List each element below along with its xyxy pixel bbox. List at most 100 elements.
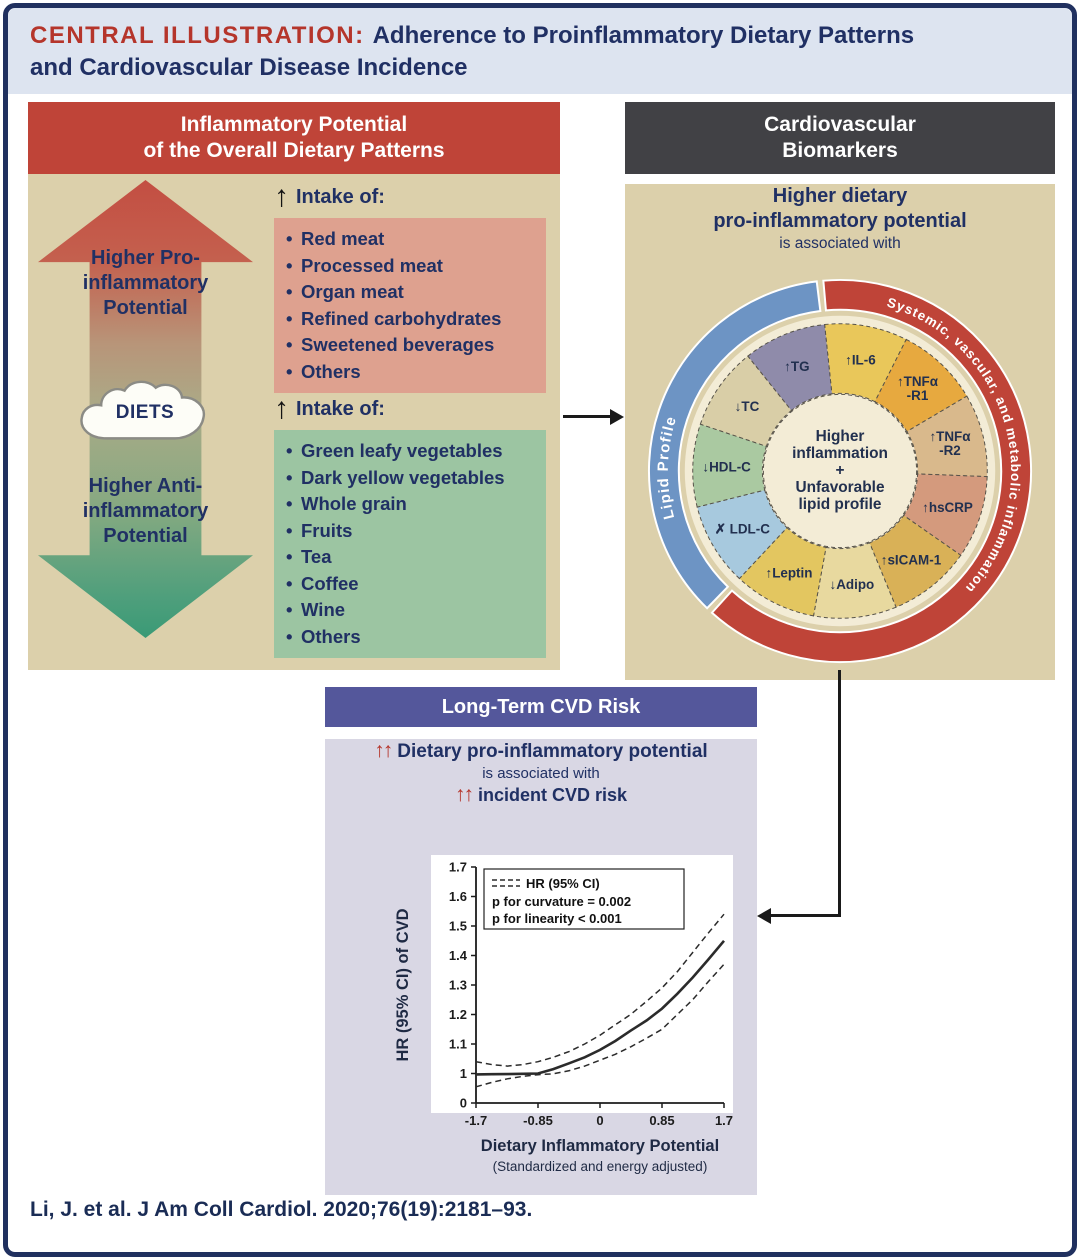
dietary-patterns-panel: Inflammatory Potential of the Overall Di… (28, 102, 560, 670)
wheel-segment-label-tnfa-r2: ↑TNFα-R2 (929, 429, 971, 458)
cvd-risk-title: Long-Term CVD Risk (441, 695, 641, 718)
x-tick-label: 1.7 (715, 1113, 733, 1128)
biomarkers-panel: Cardiovascular Biomarkers Higher dietary… (625, 102, 1055, 680)
x-tick-label: -0.85 (523, 1113, 553, 1128)
legend-entry-1: p for curvature = 0.002 (492, 894, 631, 909)
list-item: Tea (284, 544, 538, 571)
biomarkers-panel-header: Cardiovascular Biomarkers (625, 102, 1055, 174)
double-up-arrow-icon: ↑↑ (454, 783, 474, 806)
double-up-arrow-icon: ↑↑ (374, 739, 393, 762)
list-item: Sweetened beverages (284, 332, 538, 359)
right-title-line-2: Biomarkers (782, 139, 898, 162)
cvd-statement-line-3: ↑↑incident CVD risk (454, 783, 628, 806)
diets-label: DIETS (115, 402, 175, 423)
central-illustration-label: CENTRAL ILLUSTRATION: (30, 22, 365, 49)
pro-intake-title: Intake of: (296, 186, 385, 208)
y-tick-label: 1.3 (449, 978, 467, 993)
pro-foods-list: Red meatProcessed meatOrgan meatRefined … (284, 226, 538, 385)
anti-inflammatory-foods-box: Green leafy vegetablesDark yellow vegeta… (274, 430, 546, 658)
biomarker-wheel: ↑IL-6↑TNFα-R1↑TNFα-R2↑hsCRP↑sICAM-1↓Adip… (641, 272, 1039, 670)
figure-header: CENTRAL ILLUSTRATION: Adherence to Proinf… (8, 8, 1072, 94)
diets-cloud: DIETS (72, 376, 218, 454)
wheel-segment-label-ldl-c: ✗ LDL-C (715, 522, 771, 537)
citation: Li, J. et al. J Am Coll Cardiol. 2020;76… (30, 1198, 533, 1221)
y-tick-label: 0 (460, 1096, 467, 1111)
dietary-patterns-panel-body: Higher Pro-inflammatory Potential Higher… (28, 174, 560, 670)
wheel-segment-label-tg: ↑TG (784, 359, 809, 374)
y-tick-label: 1.4 (449, 948, 468, 963)
wheel-segment-label-hdl-c: ↓HDL-C (702, 460, 751, 475)
y-tick-label: 1.7 (449, 860, 467, 875)
list-item: Others (284, 359, 538, 386)
left-title-line-1: Inflammatory Potential (180, 113, 408, 136)
cvd-statement-line-2: is associated with (482, 765, 600, 782)
series-upper-95-ci (475, 913, 725, 1067)
anti-intake-title: Intake of: (296, 398, 385, 420)
biomarkers-panel-body: Higher dietary pro-inflammatory potentia… (625, 184, 1055, 680)
cloud-icon (80, 380, 206, 440)
right-to-bottom-arrow-vertical (838, 670, 841, 917)
wheel-center-circle (762, 393, 918, 549)
list-item: Others (284, 624, 538, 651)
list-item: Fruits (284, 518, 538, 545)
list-item: Red meat (284, 226, 538, 253)
y-tick-label: 1.2 (449, 1007, 467, 1022)
dietary-patterns-panel-header: Inflammatory Potential of the Overall Di… (28, 102, 560, 174)
y-axis-title: HR (95% CI) of CVD (394, 908, 412, 1061)
pro-inflammatory-foods-box: Red meatProcessed meatOrgan meatRefined … (274, 218, 546, 393)
x-tick-label: -1.7 (465, 1113, 487, 1128)
list-item: Wine (284, 597, 538, 624)
figure-title: CENTRAL ILLUSTRATION: Adherence to Proinf… (30, 20, 1050, 84)
legend-entry-0: HR (95% CI) (526, 876, 600, 891)
title-line-1: Adherence to Proinflammatory Dietary Pat… (372, 22, 915, 49)
pro-inflammatory-label: Higher Pro-inflammatory Potential (82, 247, 209, 319)
legend-box (483, 868, 685, 930)
wheel-segment-label-leptin: ↑Leptin (765, 565, 812, 580)
wheel-segment-label-tnfa-r1: ↑TNFα-R1 (897, 374, 939, 403)
list-item: Coffee (284, 571, 538, 598)
biomarkers-subtitle-2: is associated with (779, 235, 901, 252)
left-title-line-2: of the Overall Dietary Patterns (143, 139, 445, 162)
right-to-bottom-arrow-horizontal (770, 914, 841, 917)
biomarkers-subtitle: Higher dietary pro-inflammatory potentia… (713, 185, 967, 232)
hr-curve-chart: 0 1 1.1 1.2 1.3 1.4 1.5 1.6 1.7 -1.7 -0.85 0 0.85 1.7… (326, 855, 756, 1191)
up-arrow-icon: ↑ (274, 180, 289, 213)
pro-intake-heading: ↑ Intake of: (274, 180, 385, 213)
wheel-segment-label-il-6: ↑IL-6 (845, 352, 876, 367)
wheel-segment-label-sicam-1: ↑sICAM-1 (881, 552, 942, 567)
y-tick-label: 1.6 (449, 889, 467, 904)
list-item: Processed meat (284, 253, 538, 280)
cvd-risk-panel: Long-Term CVD Risk ↑↑Dietary pro-inflamm… (325, 687, 757, 1195)
anti-foods-list: Green leafy vegetablesDark yellow vegeta… (284, 438, 538, 650)
outer-arc-inflammation (710, 279, 1032, 664)
biomarker-wheel-svg: ↑IL-6↑TNFα-R1↑TNFα-R2↑hsCRP↑sICAM-1↓Adip… (648, 279, 1032, 664)
y-tick-label: 1.5 (449, 919, 467, 934)
left-to-right-arrowhead-icon (610, 408, 624, 425)
title-line-2: and Cardiovascular Disease Incidence (30, 54, 468, 81)
x-tick-label: 0 (596, 1113, 603, 1128)
wheel-segment-tg (747, 323, 833, 412)
cvd-risk-panel-body: ↑↑Dietary pro-inflammatory potential is … (325, 739, 757, 1195)
left-to-right-arrow-line (563, 415, 611, 418)
series-lower-95-ci (475, 963, 725, 1088)
list-item: Whole grain (284, 491, 538, 518)
anti-inflammatory-label: Higher Anti-inflammatory Potential (82, 475, 209, 547)
right-to-bottom-arrowhead-icon (757, 907, 771, 924)
y-tick-label: 1.1 (449, 1037, 467, 1052)
anti-intake-heading: ↑ Intake of: (274, 392, 385, 425)
list-item: Green leafy vegetables (284, 438, 538, 465)
x-axis-title: Dietary Inflammatory Potential (481, 1137, 719, 1155)
x-tick-label: 0.85 (649, 1113, 674, 1128)
list-item: Refined carbohydrates (284, 306, 538, 333)
series-hr (475, 939, 725, 1076)
outer-arc-lipid (648, 280, 822, 610)
cvd-statement-line-1: ↑↑Dietary pro-inflammatory potential (374, 739, 708, 762)
x-axis-subtitle: (Standardized and energy adjusted) (493, 1159, 708, 1174)
wheel-segment-label-adipo: ↓Adipo (829, 577, 874, 592)
y-tick-label: 1 (460, 1066, 467, 1081)
right-title-line-1: Cardiovascular (764, 113, 916, 136)
cvd-risk-panel-header: Long-Term CVD Risk (325, 687, 757, 727)
up-arrow-icon: ↑ (274, 392, 289, 425)
